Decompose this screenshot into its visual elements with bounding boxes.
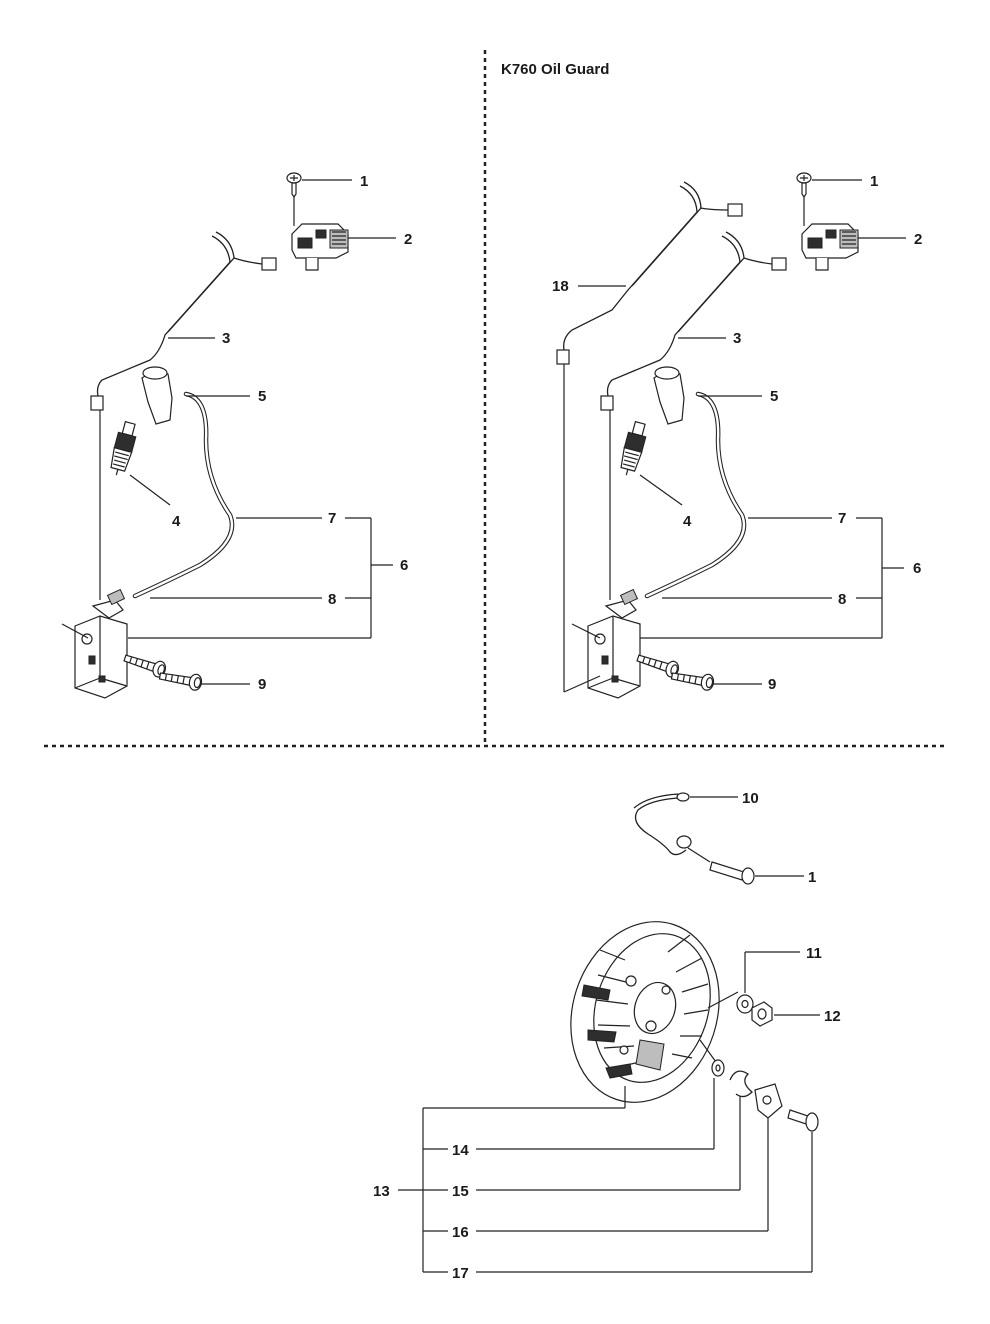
label-b1: 1: [808, 869, 816, 886]
right-switch-part-2: [801, 223, 859, 271]
label-r2: 2: [914, 231, 922, 248]
flywheel-part-13: [570, 921, 720, 1103]
label-l7: 7: [328, 510, 336, 527]
label-b12: 12: [824, 1008, 841, 1025]
label-r9: 9: [768, 676, 776, 693]
label-l9: 9: [258, 676, 266, 693]
left-wire-part-3: [96, 235, 231, 397]
right-assembly: [556, 172, 859, 699]
left-screw-part-1: [286, 172, 302, 198]
label-l5: 5: [258, 388, 266, 405]
label-l1: 1: [360, 173, 368, 190]
right-wire-part-3: [606, 235, 741, 397]
label-r5: 5: [770, 388, 778, 405]
left-plug-cap-part-5: [141, 366, 173, 425]
right-wire-part-18: [563, 185, 698, 351]
bottom-assembly: [570, 792, 819, 1132]
label-l8: 8: [328, 591, 336, 608]
left-ignition-coil-part-8: [74, 588, 128, 699]
label-b14: 14: [452, 1142, 469, 1159]
label-b10: 10: [742, 790, 759, 807]
label-l4: 4: [172, 513, 181, 530]
right-leaders: [578, 179, 906, 685]
label-b13: 13: [373, 1183, 390, 1200]
label-r7: 7: [838, 510, 846, 527]
label-r18: 18: [552, 278, 569, 295]
left-leaders: [128, 179, 396, 685]
right-spark-plug-part-4: [616, 420, 650, 479]
section-title: K760 Oil Guard: [501, 61, 609, 78]
bolt-part-17: [787, 1109, 809, 1125]
spring-part-15: [729, 1070, 753, 1098]
label-r1: 1: [870, 173, 878, 190]
right-plug-cap-part-5: [653, 366, 685, 425]
label-l2: 2: [404, 231, 412, 248]
label-b11: 11: [806, 945, 822, 962]
left-assembly: [61, 172, 349, 699]
label-b17: 17: [452, 1265, 469, 1282]
label-r6: 6: [913, 560, 921, 577]
label-l6: 6: [400, 557, 408, 574]
bottom-screw-part-1: [709, 861, 745, 881]
bottom-leaders: [398, 796, 820, 1273]
right-screw-part-1: [796, 172, 812, 198]
label-r4: 4: [683, 513, 692, 530]
label-l3: 3: [222, 330, 230, 347]
label-r8: 8: [838, 591, 846, 608]
label-b16: 16: [452, 1224, 469, 1241]
left-spark-plug-part-4: [106, 420, 140, 479]
earth-wire-part-10: [634, 797, 687, 856]
left-switch-part-2: [291, 223, 349, 271]
right-ignition-coil-part-8: [587, 588, 641, 699]
label-r3: 3: [733, 330, 741, 347]
label-b15: 15: [452, 1183, 469, 1200]
